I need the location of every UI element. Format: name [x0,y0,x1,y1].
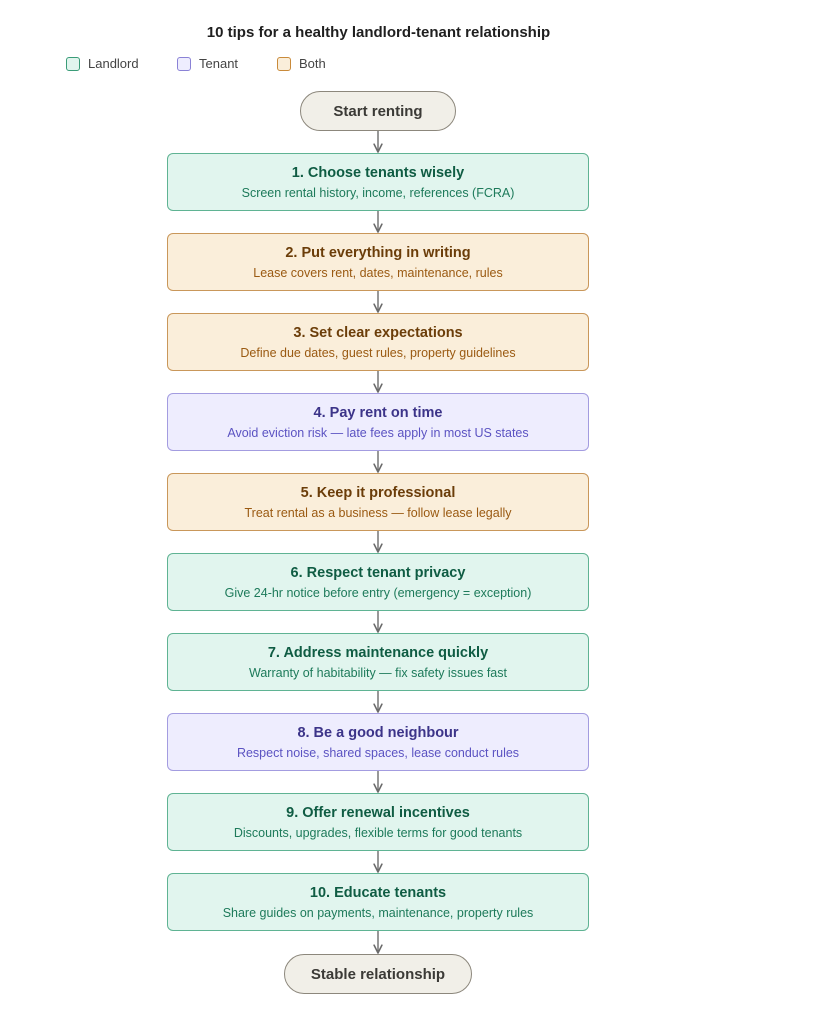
step-6: 6. Respect tenant privacy Give 24-hr not… [167,553,589,611]
step-4-description: Avoid eviction risk — late fees apply in… [227,425,529,440]
step-5-description: Treat rental as a business — follow leas… [244,505,512,520]
step-3: 3. Set clear expectations Define due dat… [167,313,589,371]
step-6-title: 6. Respect tenant privacy [290,564,466,581]
step-2-title: 2. Put everything in writing [285,244,471,261]
legend-landlord-label: Landlord [88,56,139,71]
step-9: 9. Offer renewal incentives Discounts, u… [167,793,589,851]
step-4-title: 4. Pay rent on time [313,404,443,421]
step-9-title: 9. Offer renewal incentives [286,804,470,821]
step-10-title: 10. Educate tenants [309,884,447,901]
step-10-description: Share guides on payments, maintenance, p… [222,905,534,920]
legend-both: Both [277,56,326,71]
step-2-description: Lease covers rent, dates, maintenance, r… [253,265,503,280]
step-5-title: 5. Keep it professional [300,484,456,501]
step-3-description: Define due dates, guest rules, property … [240,345,516,360]
step-3-title: 3. Set clear expectations [293,324,463,341]
end-node: Stable relationship [284,954,472,994]
step-6-description: Give 24-hr notice before entry (emergenc… [224,585,532,600]
step-10: 10. Educate tenants Share guides on paym… [167,873,589,931]
legend-both-label: Both [299,56,326,71]
diagram-title: 10 tips for a healthy landlord-tenant re… [206,24,551,41]
legend-landlord-swatch [66,56,80,71]
step-8: 8. Be a good neighbour Respect noise, sh… [167,713,589,771]
step-4: 4. Pay rent on time Avoid eviction risk … [167,393,589,451]
step-5: 5. Keep it professional Treat rental as … [167,473,589,531]
legend-landlord: Landlord [66,56,139,71]
step-7-title: 7. Address maintenance quickly [267,644,489,661]
step-1-description: Screen rental history, income, reference… [241,185,515,200]
step-8-title: 8. Be a good neighbour [297,724,459,741]
step-7-description: Warranty of habitability — fix safety is… [249,665,507,680]
step-9-description: Discounts, upgrades, flexible terms for … [233,825,523,840]
legend-tenant-label: Tenant [199,56,239,71]
step-7: 7. Address maintenance quickly Warranty … [167,633,589,691]
step-8-description: Respect noise, shared spaces, lease cond… [236,745,520,760]
step-1: 1. Choose tenants wisely Screen rental h… [167,153,589,211]
legend-both-swatch [277,56,291,71]
legend-tenant-swatch [177,56,191,71]
start-node: Start renting [300,91,456,131]
step-2: 2. Put everything in writing Lease cover… [167,233,589,291]
legend-tenant: Tenant [177,56,238,71]
step-1-title: 1. Choose tenants wisely [291,164,465,181]
